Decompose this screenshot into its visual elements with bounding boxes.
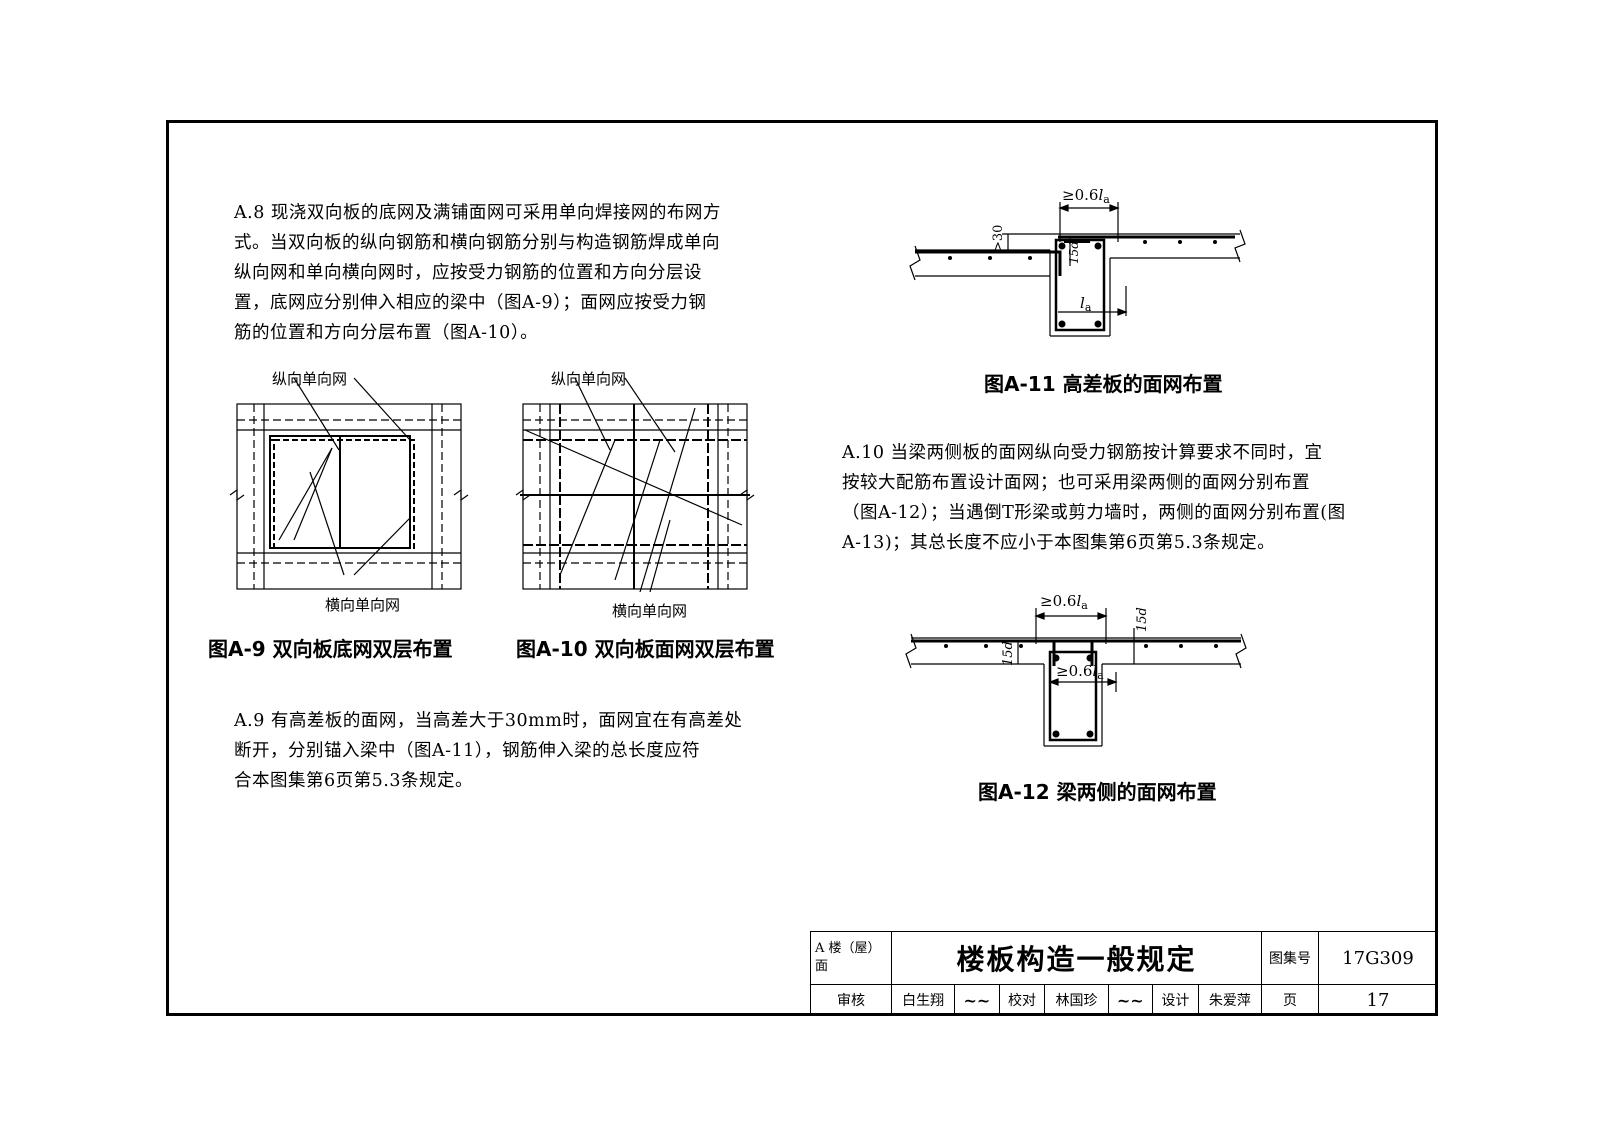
figure-a9-drawing: [229, 377, 469, 590]
fig-a10-label-top: 纵向单向网: [551, 370, 627, 388]
drawing-frame: [166, 120, 1438, 1016]
title-block: A 楼（屋）面 楼板构造一般规定 图集号 17G309 审核 白生翔 ~~ 校对…: [810, 930, 1438, 1016]
fig-a12-dim-15d-right: 15d: [1135, 607, 1150, 632]
check-label: 校对: [998, 984, 1046, 1016]
text-line: 按较大配筋布置设计面网；也可采用梁两侧的面网分别布置: [842, 473, 1310, 493]
text-line: 纵向网和单向横向网时，应按受力钢筋的位置和方向分层设: [234, 263, 702, 283]
figure-a12-drawing: ≥0.6la ≥0.6la 15d 15d: [905, 592, 1247, 747]
text-line: 置，底网应分别伸入相应的梁中（图A-9）；面网应按受力钢: [234, 293, 707, 313]
review-label: 审核: [810, 984, 892, 1016]
checker-signature: ~~: [1107, 984, 1153, 1016]
paragraph-a10: A.10 当梁两侧板的面网纵向受力钢筋按计算要求不同时，宜 按较大配筋布置设计面…: [842, 438, 1346, 558]
fig-a11-dim-la: la: [1080, 294, 1092, 314]
atlas-number: 17G309: [1318, 930, 1438, 986]
text-line: A-13)；其总长度不应小于本图集第6页第5.3条规定。: [842, 533, 1276, 553]
fig-a11-caption: 图A-11 高差板的面网布置: [984, 372, 1223, 396]
checker-name: 林国珍: [1044, 984, 1109, 1016]
drawing-title: 楼板构造一般规定: [891, 930, 1262, 986]
text-line: A.9 有高差板的面网，当高差大于30mm时，面网宜在有高差处: [234, 711, 743, 731]
page-number: 17: [1318, 984, 1438, 1016]
fig-a9-caption: 图A-9 双向板底网双层布置: [208, 637, 453, 661]
fig-a9-label-bottom: 横向单向网: [325, 596, 401, 614]
text-line: 合本图集第6页第5.3条规定。: [234, 771, 473, 791]
fig-a10-label-bottom: 横向单向网: [612, 602, 688, 620]
fig-a12-dim-15d-left: 15d: [1001, 641, 1016, 666]
designer-name: 朱爱萍: [1197, 984, 1263, 1016]
text-line: A.8 现浇双向板的底网及满铺面网可采用单向焊接网的布网方: [234, 203, 721, 223]
reviewer-signature: ~~: [954, 984, 1000, 1016]
fig-a12-caption: 图A-12 梁两侧的面网布置: [978, 780, 1217, 804]
reviewer-name: 白生翔: [890, 984, 956, 1016]
fig-a9-label-top: 纵向单向网: [272, 370, 348, 388]
text-line: 式。当双向板的纵向钢筋和横向钢筋分别与构造钢筋焊成单向: [234, 233, 720, 253]
category-cell: A 楼（屋）面: [810, 930, 892, 986]
fig-a12-dim-inner: ≥0.6la: [1056, 662, 1104, 682]
fig-a11-dim-top: ≥0.6la: [1062, 186, 1110, 206]
figure-a10-drawing: [515, 377, 755, 593]
atlas-label: 图集号: [1261, 930, 1319, 986]
page-label: 页: [1261, 984, 1319, 1016]
fig-a12-dim-top: ≥0.6la: [1040, 592, 1088, 612]
fig-a10-caption: 图A-10 双向板面网双层布置: [516, 637, 775, 661]
figure-a11-drawing: ≥0.6la >30 15d la: [909, 186, 1246, 337]
text-line: 断开，分别锚入梁中（图A-11），钢筋伸入梁的总长度应符: [234, 741, 701, 761]
fig-a11-dim-15d: 15d: [1067, 241, 1081, 264]
text-line: 筋的位置和方向分层布置（图A-10）。: [234, 323, 539, 343]
design-label: 设计: [1151, 984, 1199, 1016]
paragraph-a8: A.8 现浇双向板的底网及满铺面网可采用单向焊接网的布网方 式。当双向板的纵向钢…: [234, 198, 721, 348]
fig-a11-dim-height: >30: [991, 225, 1006, 252]
text-line: （图A-12）；当遇倒T形梁或剪力墙时，两侧的面网分别布置(图: [842, 503, 1346, 523]
paragraph-a9: A.9 有高差板的面网，当高差大于30mm时，面网宜在有高差处 断开，分别锚入梁…: [234, 706, 742, 796]
text-line: A.10 当梁两侧板的面网纵向受力钢筋按计算要求不同时，宜: [842, 443, 1323, 463]
